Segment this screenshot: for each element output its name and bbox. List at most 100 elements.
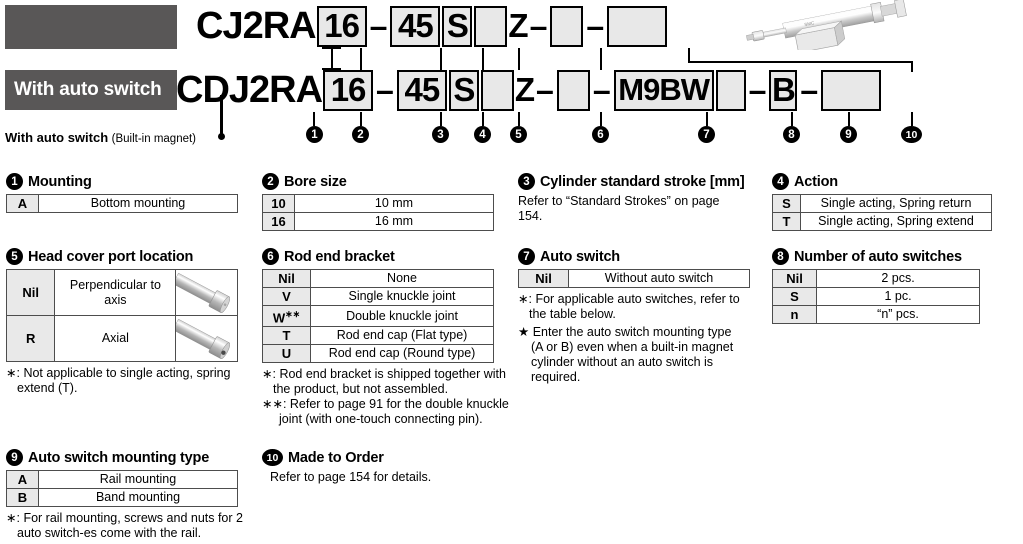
table-row: S 1 pc.: [772, 287, 980, 306]
bracket-box-standard: [550, 5, 584, 47]
table-row: Nil Without auto switch: [518, 269, 750, 288]
table-row: T Rod end cap (Flat type): [262, 326, 494, 346]
footnote-text: Rod end bracket is shipped together with…: [273, 367, 506, 397]
connector-action-rows: [482, 48, 484, 70]
stem-3: [440, 112, 442, 126]
bracket-value-w: Double knuckle joint: [310, 304, 494, 328]
connector-bore-rows: [360, 48, 362, 70]
section-6-footnote-1: ∗: Rod end bracket is shipped together w…: [262, 367, 512, 397]
count-value-n: “n” pcs.: [816, 305, 980, 324]
section-10-header: 10 Made to Order: [262, 448, 512, 467]
count-key-n: n: [772, 305, 817, 324]
magnet-note-stem: [220, 95, 223, 135]
section-number-of-auto-switches: 8 Number of auto switches Nil 2 pcs. S 1…: [772, 247, 1020, 324]
section-3-title: Cylinder standard stroke [mm]: [540, 173, 745, 190]
connector-port-rows: [518, 48, 520, 70]
connector-a-rows: [331, 48, 333, 70]
table-row: U Rod end cap (Round type): [262, 344, 494, 364]
table-row: A Rail mounting: [6, 470, 238, 489]
footnote-text: Not applicable to single acting, spring …: [17, 366, 231, 395]
footnote-mark: ∗:: [6, 511, 20, 525]
dash-5-auto-switch: –: [800, 72, 819, 108]
table-row: Nil 2 pcs.: [772, 269, 980, 288]
connector-a-top-tick: [322, 47, 341, 49]
mounting-key-a: A: [6, 194, 39, 213]
section-6-footnote-2: ∗∗: Refer to page 91 for the double knuc…: [262, 397, 512, 427]
section-8-title: Number of auto switches: [794, 248, 962, 265]
section-8-header: 8 Number of auto switches: [772, 247, 1020, 266]
footnote-mark: ∗∗:: [262, 397, 287, 412]
bracket-key-nil: Nil: [262, 269, 311, 288]
model-prefix-standard: CJ2RA: [196, 5, 317, 47]
section-2-title: Bore size: [284, 173, 347, 190]
callout-2: 2: [352, 126, 369, 143]
model-prefix-auto-switch: CDJ2RA: [176, 69, 323, 111]
connector-stroke-rows: [440, 48, 442, 70]
bracket-key-v: V: [262, 287, 311, 306]
mounting-type-table: A Rail mounting B Band mounting: [6, 470, 238, 507]
bore-key-10: 10: [262, 194, 295, 213]
bracket-key-w-letter: W: [272, 310, 286, 326]
table-row: V Single knuckle joint: [262, 287, 494, 306]
section-7-header: 7 Auto switch: [518, 247, 770, 266]
connector-a-bottom-tick: [322, 68, 341, 70]
count-key-nil: Nil: [772, 269, 817, 288]
dash-3-standard: –: [586, 8, 605, 44]
dash-1-standard: –: [369, 8, 388, 44]
section-9-footnote-1: ∗: For rail mounting, screws and nuts fo…: [6, 511, 266, 541]
section-5-title: Head cover port location: [28, 248, 194, 265]
section-6-bullet: 6: [262, 248, 279, 265]
mounting-value-a: Bottom mounting: [38, 194, 238, 213]
section-4-header: 4 Action: [772, 172, 1020, 191]
magnet-note-dot: [218, 133, 225, 140]
count-key-s: S: [772, 287, 817, 306]
bracket-value-v: Single knuckle joint: [310, 287, 494, 306]
mounting-type-box: B: [769, 69, 798, 111]
head-cover-port-table: Nil Perpendicular to axis: [5, 269, 238, 362]
bracket-key-u: U: [262, 344, 311, 364]
built-in-magnet-note: With auto switch (Built-in magnet): [5, 130, 196, 145]
section-5-header: 5 Head cover port location: [6, 247, 256, 266]
bracket-key-t: T: [262, 326, 311, 346]
callout-4: 4: [474, 126, 491, 143]
section-1-header: 1 Mounting: [6, 172, 256, 191]
auto-switch-key-nil: Nil: [518, 269, 569, 288]
bore-value-16: 16 mm: [294, 212, 494, 231]
callout-5: 5: [510, 126, 527, 143]
callout-6: 6: [592, 126, 609, 143]
table-row: S Single acting, Spring return: [772, 194, 992, 213]
connector-mto-across: [688, 61, 913, 63]
bracket-value-nil: None: [310, 269, 494, 288]
model-code-row-auto-switch: CDJ2RA 16 – 45 S Z – – M9BW – B –: [176, 68, 882, 112]
bore-size-table: 10 10 mm 16 16 mm: [262, 194, 494, 231]
section-6-title: Rod end bracket: [284, 248, 395, 265]
connector-mto-down: [688, 48, 690, 63]
port-key-nil: Nil: [5, 269, 56, 316]
cylinder-illustration-icon: SMC: [746, 0, 907, 54]
callout-3: 3: [432, 126, 449, 143]
stroke-box-standard: 45: [390, 5, 441, 47]
z-letter-standard: Z: [508, 7, 528, 44]
bracket-value-u: Rod end cap (Round type): [310, 344, 494, 364]
section-10-bullet: 10: [262, 449, 283, 466]
action-box-auto-switch: S: [448, 69, 479, 111]
mounting-table: A Bottom mounting: [6, 194, 238, 213]
mounting-type-value-b: Band mounting: [38, 488, 238, 507]
port-value-r: Axial: [54, 315, 177, 362]
switch-count-box: [715, 69, 746, 111]
bracket-key-w: W∗∗: [262, 304, 311, 328]
mounting-type-key-b: B: [6, 488, 39, 507]
footnote-mark: ∗:: [6, 366, 20, 380]
section-10-text: Refer to page 154 for details.: [270, 470, 432, 484]
connector-bracket-rows: [600, 48, 602, 70]
section-9-title: Auto switch mounting type: [28, 449, 210, 466]
auto-switch-value-nil: Without auto switch: [568, 269, 750, 288]
action-value-t: Single acting, Spring extend: [800, 212, 992, 231]
section-head-cover-port: 5 Head cover port location Nil Perpendic…: [5, 247, 256, 396]
stroke-box-auto-switch: 45: [396, 69, 447, 111]
port-value-nil: Perpendicular to axis: [54, 269, 177, 316]
table-row: Nil Perpendicular to axis: [5, 269, 238, 316]
rod-end-bracket-table: Nil None V Single knuckle joint W∗∗ Doub…: [262, 269, 494, 364]
number-of-switches-table: Nil 2 pcs. S 1 pc. n “n” pcs.: [772, 269, 980, 324]
